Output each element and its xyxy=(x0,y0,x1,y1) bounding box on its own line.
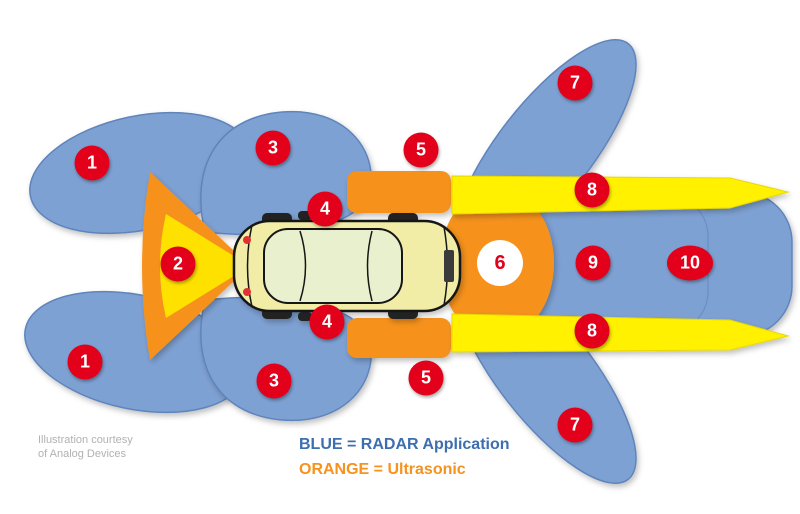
rear-window-line xyxy=(366,230,373,302)
zone-badge-7-upper: 7 xyxy=(557,65,593,101)
rear-detail xyxy=(444,250,454,282)
front-bumper-line xyxy=(246,224,253,308)
zone-badge-3-upper: 3 xyxy=(255,130,291,166)
zone-badge-4-upper: 4 xyxy=(307,191,343,227)
zone-badge-8-upper: 8 xyxy=(574,172,610,208)
zone-badge-5-lower: 5 xyxy=(408,360,444,396)
zone-badge-6: 6 xyxy=(477,240,523,286)
ultrasonic-side-zone-lower xyxy=(347,318,451,358)
credit-line-1: Illustration courtesy xyxy=(38,434,133,446)
beam-rear-lower xyxy=(451,313,790,353)
credit-line-2: of Analog Devices xyxy=(38,448,127,461)
legend-ultrasonic: ORANGE = Ultrasonic xyxy=(299,461,466,478)
zone-badge-10: 10 xyxy=(667,245,713,281)
front-light-upper xyxy=(243,236,251,244)
zone-badge-9: 9 xyxy=(575,245,611,281)
legend-radar: BLUE = RADAR Application xyxy=(299,436,510,453)
zone-badge-2: 2 xyxy=(160,246,196,282)
beam-rear-upper xyxy=(451,175,790,215)
credit-text: Illustration courtesy of Analog Devices xyxy=(38,433,133,462)
ultrasonic-front-cone-core xyxy=(160,214,250,318)
front-light-lower xyxy=(243,288,251,296)
windshield-line xyxy=(299,230,307,302)
ultrasonic-side-zone-upper xyxy=(347,171,451,213)
zone-badge-1-upper: 1 xyxy=(74,145,110,181)
zone-badge-5-upper: 5 xyxy=(403,132,439,168)
zone-badge-8-lower: 8 xyxy=(574,313,610,349)
car-cabin xyxy=(263,228,403,304)
mirror-lower xyxy=(298,312,312,321)
zone-badge-4-lower: 4 xyxy=(309,304,345,340)
zone-badge-3-lower: 3 xyxy=(256,363,292,399)
car-top-view xyxy=(232,211,462,321)
zone-badge-7-lower: 7 xyxy=(557,407,593,443)
zone-badge-1-lower: 1 xyxy=(67,344,103,380)
